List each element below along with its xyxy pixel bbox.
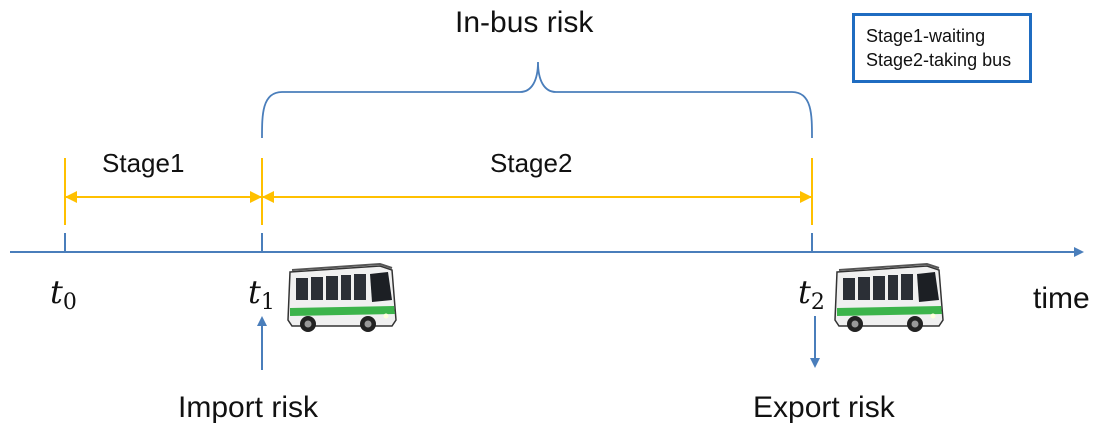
t0-label: t0 — [50, 273, 77, 315]
in-bus-risk-title: In-bus risk — [455, 6, 594, 39]
bus-icon — [834, 263, 944, 333]
bus-icon — [287, 263, 397, 333]
export-risk-label: Export risk — [753, 391, 895, 424]
stage2-label: Stage2 — [490, 148, 573, 178]
legend-box: Stage1-waiting Stage2-taking bus — [852, 13, 1032, 83]
legend-line-stage1: Stage1-waiting — [866, 26, 986, 46]
in-bus-risk-brace — [261, 61, 813, 139]
t1-label: t1 — [248, 273, 275, 315]
time-axis-label: time — [1033, 282, 1090, 315]
t2-label: t2 — [798, 273, 825, 315]
stage1-label: Stage1 — [102, 148, 185, 178]
import-risk-label: Import risk — [178, 391, 319, 424]
legend-line-stage2: Stage2-taking bus — [866, 50, 1012, 70]
